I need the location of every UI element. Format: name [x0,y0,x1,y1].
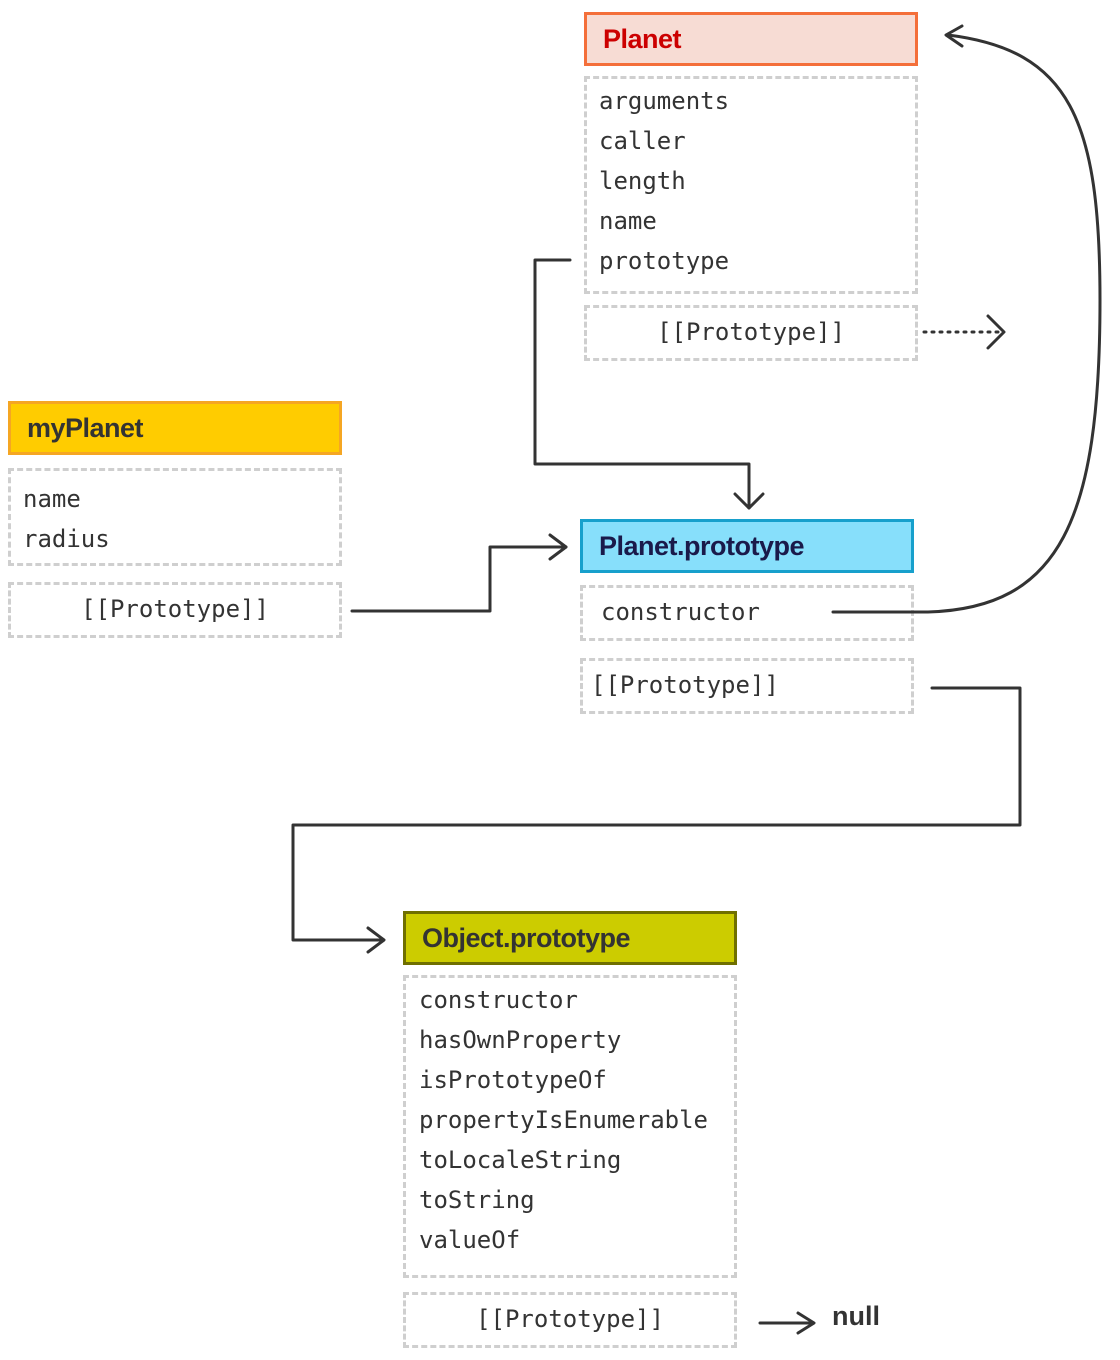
myplanet-prototype-slot: [[Prototype]] [8,582,342,638]
planet-prototype-prototype-slot: [[Prototype]] [580,658,914,714]
planet-title: Planet [584,12,918,66]
arrow-icon [366,926,386,954]
null-label: null [832,1301,880,1331]
planet-property: caller [599,127,686,155]
object-prototype-property: propertyIsEnumerable [419,1106,708,1134]
myplanet-property: radius [23,525,110,553]
myplanet-title: myPlanet [8,401,342,455]
object-prototype-property: valueOf [419,1226,521,1254]
object-prototype-property: hasOwnProperty [419,1026,622,1054]
planet-property: prototype [599,247,730,275]
arrow-icon [944,24,964,48]
object-prototype-title: Object.prototype [403,911,737,965]
planet-property: name [599,207,657,235]
arrow-icon [796,1311,816,1335]
object-prototype-properties: constructor hasOwnProperty isPrototypeOf… [403,975,737,1278]
planet-property: length [599,167,686,195]
planet-prototype-properties: constructor [580,585,914,641]
planet-properties: arguments caller length name prototype [584,76,918,294]
planet-prototype-property: constructor [601,598,760,626]
object-prototype-property: toString [419,1186,535,1214]
planet-property: arguments [599,87,730,115]
object-prototype-property: isPrototypeOf [419,1066,607,1094]
arrow-icon [533,258,751,510]
myplanet-property: name [23,485,81,513]
object-prototype-prototype-slot: [[Prototype]] [403,1292,737,1348]
object-prototype-property: toLocaleString [419,1146,622,1174]
planet-prototype-title: Planet.prototype [580,519,914,573]
arrow-icon [733,492,765,510]
object-prototype-property: constructor [419,986,578,1014]
arrow-icon [350,545,568,613]
dotted-arrow-icon [986,314,1006,350]
arrow-icon [548,533,568,561]
planet-prototype-slot: [[Prototype]] [584,305,918,361]
arrow-icon [831,33,1102,614]
myplanet-properties: name radius [8,468,342,566]
arrow-icon [291,686,1022,942]
